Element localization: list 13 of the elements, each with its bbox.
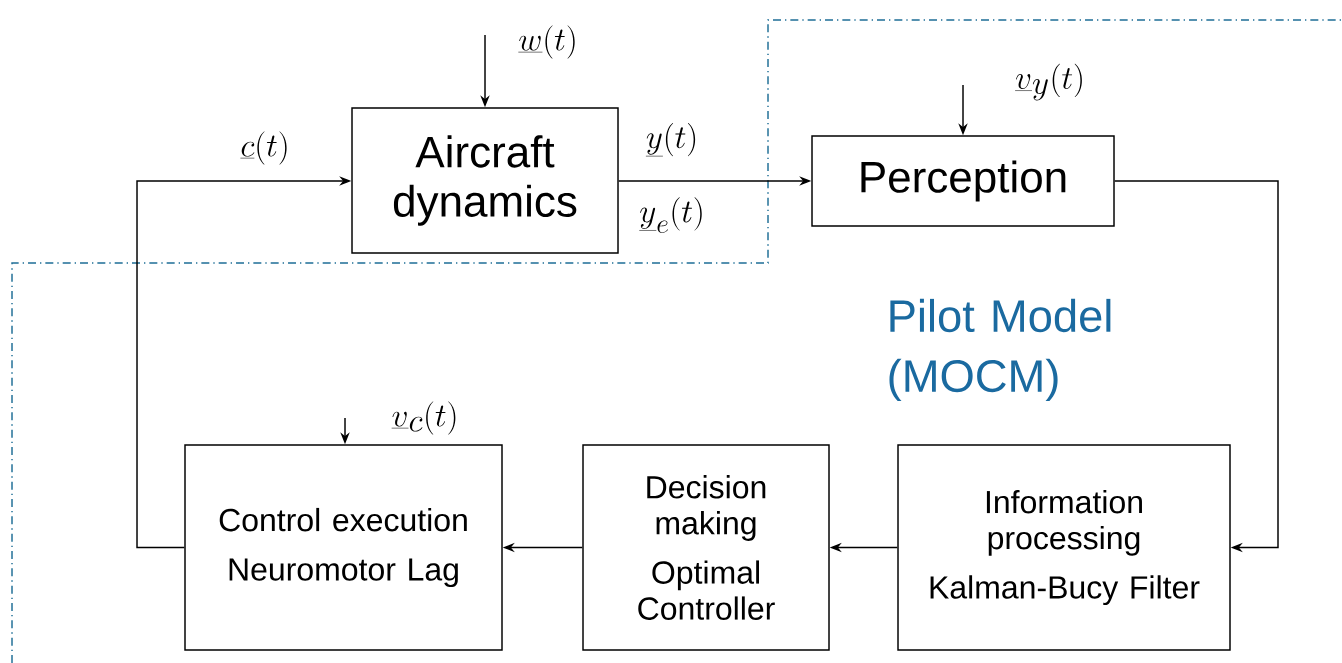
edge-label: $\underline{c}(t)$	[240, 131, 287, 165]
signal-label: $\underline{y}_{e}(t)$	[639, 197, 702, 233]
process-box: Decision making Optimal Controller	[582, 444, 830, 651]
process-box: Control execution Neuromotor Lag	[184, 444, 503, 651]
edge-label: $\underline{w}(t)$	[518, 25, 575, 59]
edge-label: $\underline{v}_{y}(t)$	[1015, 63, 1082, 101]
process-box: Perception	[811, 135, 1115, 227]
edge-label: $\underline{y}(t)$	[645, 123, 696, 157]
process-box: Aircraft dynamics	[351, 107, 619, 254]
process-box: Information processing Kalman-Bucy Filter	[897, 444, 1231, 651]
edge-label: $\underline{v}_{c}(t)$	[391, 401, 456, 435]
arrow	[1114, 180, 1279, 553]
region-title: Pilot Model (MOCM)	[889, 298, 1111, 402]
